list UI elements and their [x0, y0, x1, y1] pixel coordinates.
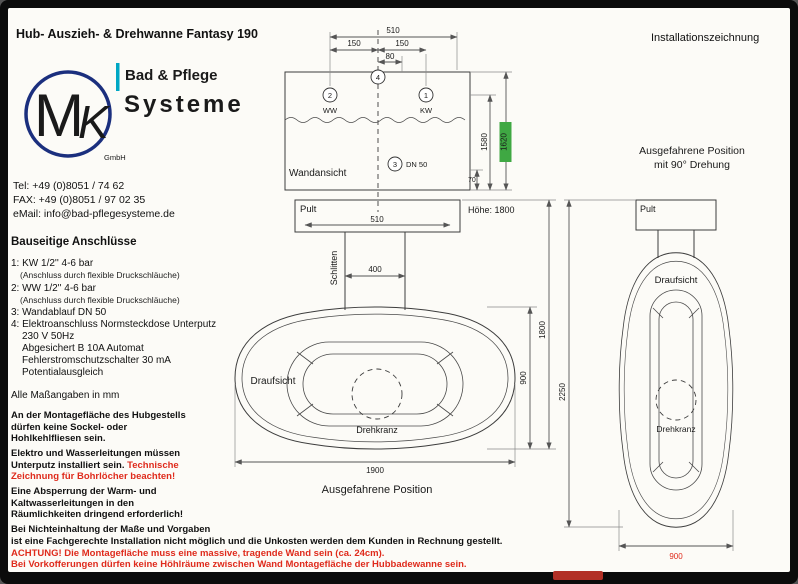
marker-drain: 3 DN 50	[387, 156, 427, 172]
marker-ww-label: WW	[323, 106, 338, 115]
connection-item-4: 4: Elektroanschluss Normsteckdose Unterp…	[11, 319, 217, 330]
units-note: Alle Maßangaben in mm	[11, 390, 120, 401]
connection-item-2-sub: (Anschluss durch flexible Druckschläuche…	[20, 295, 180, 305]
pult-label-rotated: Pult	[640, 204, 656, 214]
note-shutoff: Eine Absperrung der Warm- und Kaltwasser…	[11, 486, 184, 520]
connection-item-2: 2: WW 1/2'' 4-6 bar	[11, 283, 96, 294]
connection-item-1: 1: KW 1/2'' 4-6 bar	[11, 258, 94, 269]
dim-2250-label: 2250	[558, 383, 567, 401]
marker-ww: 2 WW	[322, 87, 338, 115]
marker-3-number: 3	[393, 160, 397, 169]
dim-1620-label: 1620	[500, 133, 509, 151]
logo-gmbh-label: GmbH	[104, 153, 126, 162]
scan-red-mark	[553, 571, 603, 580]
note-compliance-line2: ist eine Fachgerechte Installation nicht…	[11, 536, 503, 547]
draufsicht-label-center: Draufsicht	[250, 376, 295, 387]
connection-item-4-sub1: 230 V 50Hz	[22, 331, 75, 342]
wall-view-drawing: 510 150 150 80 2 WW 4 1 KW	[284, 26, 512, 212]
marker-kw: 1 KW	[418, 87, 434, 115]
dim-80-label: 80	[386, 52, 395, 61]
dim-400-label: 400	[368, 265, 382, 274]
connection-item-4-sub4: Potentialausgleich	[22, 367, 104, 378]
drehkranz-label-center: Drehkranz	[356, 425, 398, 435]
water-line	[284, 117, 466, 123]
dim-150-left-label: 150	[347, 39, 361, 48]
connection-item-4-sub3: Fehlerstromschutzschalter 30 mA	[22, 355, 171, 366]
marker-1-number: 1	[424, 91, 428, 100]
note-flush-mounting: Elektro und Wasserleitungen müssen Unter…	[11, 448, 195, 483]
tub-basin-center	[286, 341, 464, 427]
logo-circle	[24, 70, 112, 158]
marker-kw-label: KW	[420, 106, 433, 115]
logo-monogram-m: M	[34, 82, 84, 149]
drehkranz-circle-rotated	[655, 379, 697, 421]
note-warning-cavity: Bei Vorkofferungen dürfen keine Höhlräum…	[11, 559, 467, 570]
note-tiles: An der Montagefläche des Hubgestells dür…	[11, 410, 186, 444]
marker-2-number: 2	[328, 91, 332, 100]
note-flush-mounting-black: Elektro und Wasserleitungen müssen Unter…	[11, 448, 181, 471]
dim-1620-highlight	[499, 122, 512, 162]
page-title: Hub- Auszieh- & Drehwanne Fantasy 190	[16, 27, 258, 41]
pult-label-center: Pult	[300, 204, 317, 215]
note-compliance-line1: Bei Nichteinhaltung der Maße und Vorgabe…	[11, 524, 211, 535]
schlitten-label: Schlitten	[329, 251, 339, 286]
plan-view-caption: Ausgefahrene Position	[322, 484, 433, 496]
rotated-view-title-line2: mit 90° Drehung	[654, 159, 730, 171]
rotated-view-drawing: Ausgefahrene Position mit 90° Drehung Pu…	[558, 145, 745, 561]
document-sheet	[8, 8, 790, 572]
logo-divider-bar	[116, 63, 120, 91]
marker-4: 4	[370, 69, 386, 85]
tub-outline-rotated	[618, 252, 734, 528]
dim-1900-label: 1900	[366, 466, 384, 475]
connections-heading: Bauseitige Anschlüsse	[11, 236, 137, 248]
document-type-label: Installationszeichnung	[651, 32, 760, 44]
technical-drawing-canvas: 510 150 150 80 2 WW 4 1 KW	[234, 26, 745, 561]
dim-1800-label: 1800	[538, 321, 547, 339]
tub-floor-rotated	[658, 301, 694, 479]
dim-70-label: 70	[468, 177, 476, 184]
note-flush-mounting-red: Technische Zeichnung für Bohrlöcher beac…	[11, 459, 179, 483]
contact-email: eMail: info@bad-pflegesysteme.de	[13, 208, 175, 220]
height-1800-label: Höhe: 1800	[468, 205, 515, 215]
dim-150-right-label: 150	[395, 39, 409, 48]
dim-1580-label: 1580	[480, 133, 489, 151]
marker-drain-label: DN 50	[406, 160, 427, 169]
dim-900-rotated-label: 900	[669, 552, 683, 561]
tub-basin-rotated	[649, 289, 703, 491]
tub-outline-center	[234, 306, 516, 450]
drehkranz-circle-center	[351, 368, 403, 420]
marker-4-number: 4	[376, 73, 380, 82]
contact-phone: Tel: +49 (0)8051 / 74 62	[13, 180, 125, 192]
connection-item-3: 3: Wandablauf DN 50	[11, 307, 107, 318]
draufsicht-label-rotated: Draufsicht	[655, 275, 698, 286]
dim-pult-510-label: 510	[370, 215, 384, 224]
note-warning-wall: ACHTUNG! Die Montagefläche muss eine mas…	[11, 548, 385, 559]
logo-line1: Bad & Pflege	[125, 67, 218, 84]
dim-510-top-label: 510	[386, 26, 400, 35]
company-logo: M K GmbH Bad & Pflege Systeme	[24, 63, 241, 162]
logo-line2: Systeme	[124, 91, 244, 118]
contact-fax: FAX: +49 (0)8051 / 97 02 35	[13, 194, 146, 206]
wall-view-label: Wandansicht	[289, 168, 347, 179]
dim-900-center-label: 900	[519, 371, 528, 385]
logo-monogram-k: K	[78, 96, 111, 148]
connection-item-4-sub2: Abgesichert B 10A Automat	[22, 343, 144, 354]
tub-floor-center	[302, 353, 448, 415]
plan-view-drawing: Pult 510 Höhe: 1800 Schlitten 400 Drehkr…	[234, 199, 556, 496]
connection-item-1-sub: (Anschluss durch flexible Druckschläuche…	[20, 270, 180, 280]
rotated-view-title-line1: Ausgefahrene Position	[639, 145, 745, 157]
drehkranz-label-rotated: Drehkranz	[656, 424, 695, 434]
